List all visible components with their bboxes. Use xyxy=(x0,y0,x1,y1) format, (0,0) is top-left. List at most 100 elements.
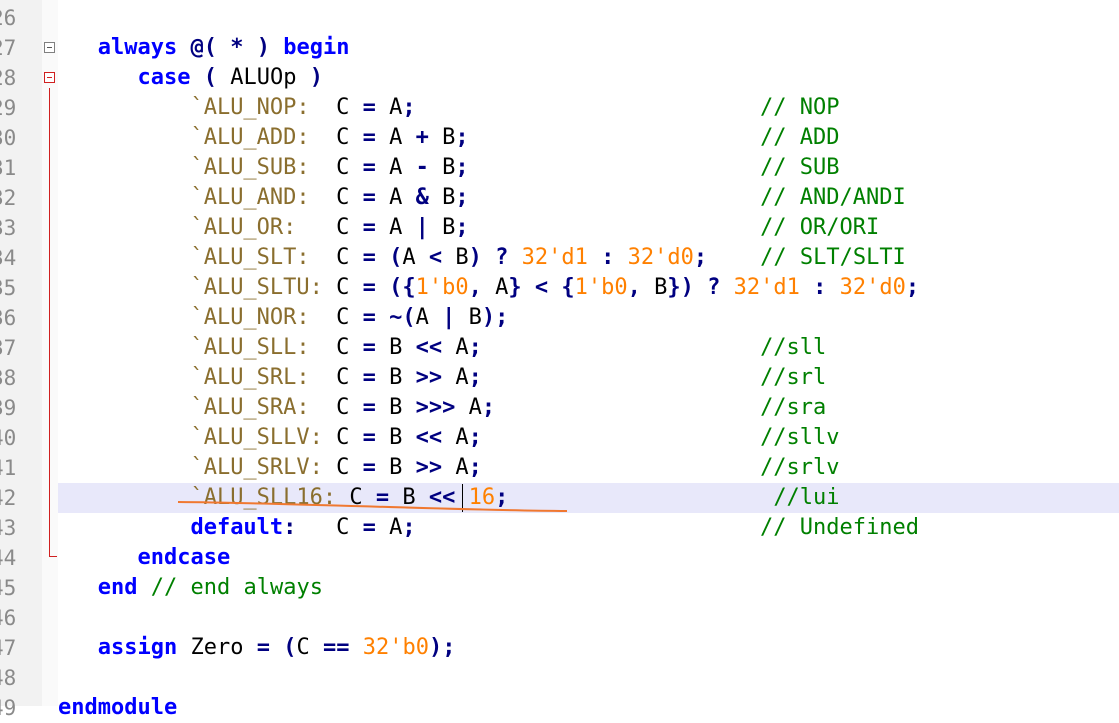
code-token: `ALU_ADD: xyxy=(190,125,310,150)
code-token: 32'd0 xyxy=(839,275,906,300)
code-line[interactable]: 32 `ALU_AND: C = A & B; // AND/ANDI xyxy=(0,183,1119,213)
code-line-current[interactable]: 42 `ALU_SLL16: C = B << 16; //lui xyxy=(0,483,1119,513)
code-token: ( xyxy=(283,635,297,660)
code-text: `ALU_SRLV: C = B >> A; //srlv xyxy=(58,453,839,483)
code-line[interactable]: 41 `ALU_SRLV: C = B >> A; //srlv xyxy=(0,453,1119,483)
code-token: `ALU_SRLV: xyxy=(190,455,323,480)
annotation-underline xyxy=(177,501,568,512)
code-line[interactable]: 45 end // end always xyxy=(0,573,1119,603)
code-token: begin xyxy=(283,35,350,60)
line-number: 36 xyxy=(0,306,17,330)
code-line[interactable]: 27 always @( * ) begin xyxy=(0,33,1119,63)
code-line[interactable]: 28 case ( ALUOp ) xyxy=(0,63,1119,93)
line-number: 34 xyxy=(0,246,17,270)
code-text: `ALU_AND: C = A & B; // AND/ANDI xyxy=(58,183,905,213)
code-token: always xyxy=(97,35,178,60)
code-token: 16 xyxy=(468,485,496,510)
code-text: end // end always xyxy=(58,573,323,603)
line-number: 30 xyxy=(0,126,17,150)
code-line[interactable]: 26 xyxy=(0,3,1119,33)
code-line[interactable]: 31 `ALU_SUB: C = A - B; // SUB xyxy=(0,153,1119,183)
code-token: A xyxy=(415,305,443,330)
code-token: ( xyxy=(203,65,217,90)
code-token: // NOP xyxy=(760,95,840,120)
code-token: = xyxy=(362,515,376,540)
code-token: ); xyxy=(481,305,509,330)
fold-toggle-case[interactable] xyxy=(44,72,55,83)
code-token: = xyxy=(375,485,390,510)
line-number: 48 xyxy=(0,666,17,690)
code-token: + xyxy=(415,125,429,150)
code-token: C xyxy=(309,95,363,120)
code-token: `ALU_SRA: xyxy=(190,395,310,420)
code-token: ; xyxy=(468,455,482,480)
code-token: >>> xyxy=(415,395,456,420)
code-token: C xyxy=(309,125,363,150)
code-token: ) xyxy=(468,245,482,270)
code-token: 32'd0 xyxy=(627,245,694,270)
code-token: C xyxy=(309,155,363,180)
code-line[interactable]: 47 assign Zero = (C == 32'b0); xyxy=(0,633,1119,663)
code-token: // ADD xyxy=(760,125,840,150)
code-text: `ALU_NOP: C = A; // NOP xyxy=(58,93,840,123)
code-token: C xyxy=(322,455,363,480)
code-token: C xyxy=(296,215,363,240)
code-text: always @( * ) begin xyxy=(58,33,350,63)
code-token: A xyxy=(442,425,469,450)
code-text: default: C = A; // Undefined xyxy=(58,513,919,543)
code-token: A xyxy=(442,335,469,360)
code-text: `ALU_SLTU: C = ({1'b0, A} < {1'b0, B}) ?… xyxy=(58,273,919,303)
code-token: // end always xyxy=(150,575,323,600)
code-token: ); xyxy=(428,635,456,660)
line-number: 27 xyxy=(0,36,17,60)
code-token: assign xyxy=(97,635,178,660)
code-token: 32'b0 xyxy=(362,635,429,660)
code-token: B xyxy=(375,335,416,360)
code-line[interactable]: 44 endcase xyxy=(0,543,1119,573)
code-line[interactable]: 29 `ALU_NOP: C = A; // NOP xyxy=(0,93,1119,123)
code-line[interactable]: 48 xyxy=(0,663,1119,693)
code-line[interactable]: 37 `ALU_SLL: C = B << A; //sll xyxy=(0,333,1119,363)
code-token: `ALU_SLLV: xyxy=(190,425,323,450)
code-token: A xyxy=(375,185,416,210)
line-number: 40 xyxy=(0,426,17,450)
code-line[interactable]: 46 xyxy=(0,603,1119,633)
code-token: = xyxy=(256,635,270,660)
code-line[interactable]: 35 `ALU_SLTU: C = ({1'b0, A} < {1'b0, B}… xyxy=(0,273,1119,303)
code-token: A xyxy=(375,515,403,540)
code-token: ? xyxy=(707,275,721,300)
code-token: 32'd1 xyxy=(521,245,588,270)
fold-margin xyxy=(42,0,58,706)
code-line[interactable]: 40 `ALU_SLLV: C = B << A; //sllv xyxy=(0,423,1119,453)
code-token: >> xyxy=(415,455,443,480)
code-line[interactable]: 33 `ALU_OR: C = A | B; // OR/ORI xyxy=(0,213,1119,243)
code-text: `ALU_SLL: C = B << A; //sll xyxy=(58,333,826,363)
code-token: //sra xyxy=(760,395,827,420)
code-line[interactable]: 39 `ALU_SRA: C = B >>> A; //sra xyxy=(0,393,1119,423)
code-line[interactable]: 30 `ALU_ADD: C = A + B; // ADD xyxy=(0,123,1119,153)
code-token: << xyxy=(428,485,456,510)
code-token: A xyxy=(481,275,509,300)
code-token: B xyxy=(389,485,429,510)
fold-toggle-always[interactable] xyxy=(44,42,55,53)
code-token: , xyxy=(627,275,641,300)
code-text: `ALU_SLLV: C = B << A; //sllv xyxy=(58,423,839,453)
code-token: B xyxy=(428,185,456,210)
line-number: 33 xyxy=(0,216,17,240)
code-token: A xyxy=(455,395,482,420)
code-token: }) xyxy=(667,275,694,300)
line-number-gutter xyxy=(0,0,42,706)
code-token: == xyxy=(322,635,350,660)
code-token: = xyxy=(362,395,376,420)
code-line[interactable]: 38 `ALU_SRL: C = B >> A; //srl xyxy=(0,363,1119,393)
code-line[interactable]: 34 `ALU_SLT: C = (A < B) ? 32'd1 : 32'd0… xyxy=(0,243,1119,273)
code-token: | xyxy=(415,215,429,240)
code-token: A xyxy=(375,155,416,180)
code-line[interactable]: 36 `ALU_NOR: C = ~(A | B); xyxy=(0,303,1119,333)
line-number: 37 xyxy=(0,336,17,360)
line-number: 39 xyxy=(0,396,17,420)
code-line[interactable]: 43 default: C = A; // Undefined xyxy=(0,513,1119,543)
code-token: B xyxy=(428,155,456,180)
code-token: = xyxy=(362,365,376,390)
code-token: B xyxy=(375,455,416,480)
